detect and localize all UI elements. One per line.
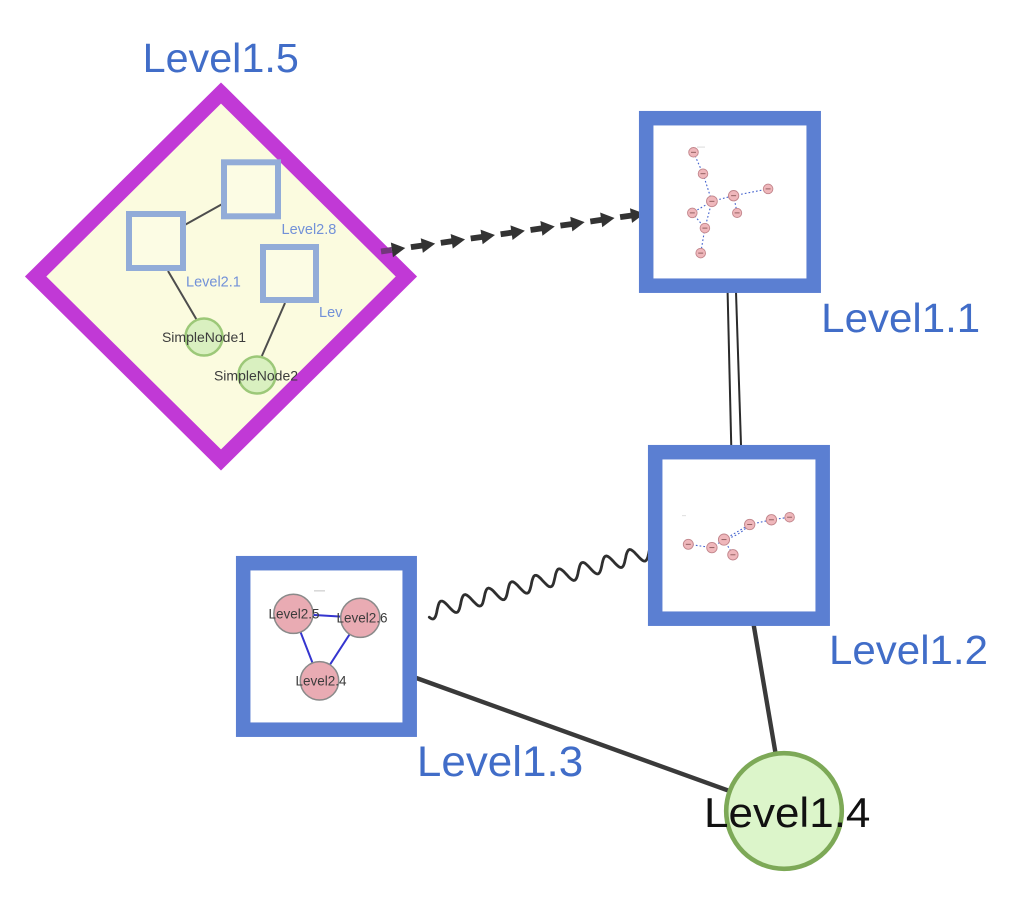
svg-text:Level1.5: Level1.5 [143, 35, 299, 81]
svg-text:Level2.5: Level2.5 [268, 606, 319, 621]
svg-text:Level2.1: Level2.1 [186, 275, 241, 291]
svg-text:Level2.4: Level2.4 [295, 673, 347, 688]
svg-text:Level1.2: Level1.2 [829, 627, 988, 673]
svg-text:SimpleNode1: SimpleNode1 [162, 329, 246, 345]
svg-text:Level2.8: Level2.8 [282, 222, 337, 238]
svg-text:Level1.3: Level1.3 [417, 739, 583, 786]
svg-text:Level2.6: Level2.6 [336, 610, 387, 625]
svg-text:Lev: Lev [319, 305, 343, 321]
svg-text:SimpleNode2: SimpleNode2 [214, 368, 298, 384]
svg-text:Level1.4: Level1.4 [704, 789, 870, 836]
svg-text:Level1.1: Level1.1 [821, 295, 980, 341]
